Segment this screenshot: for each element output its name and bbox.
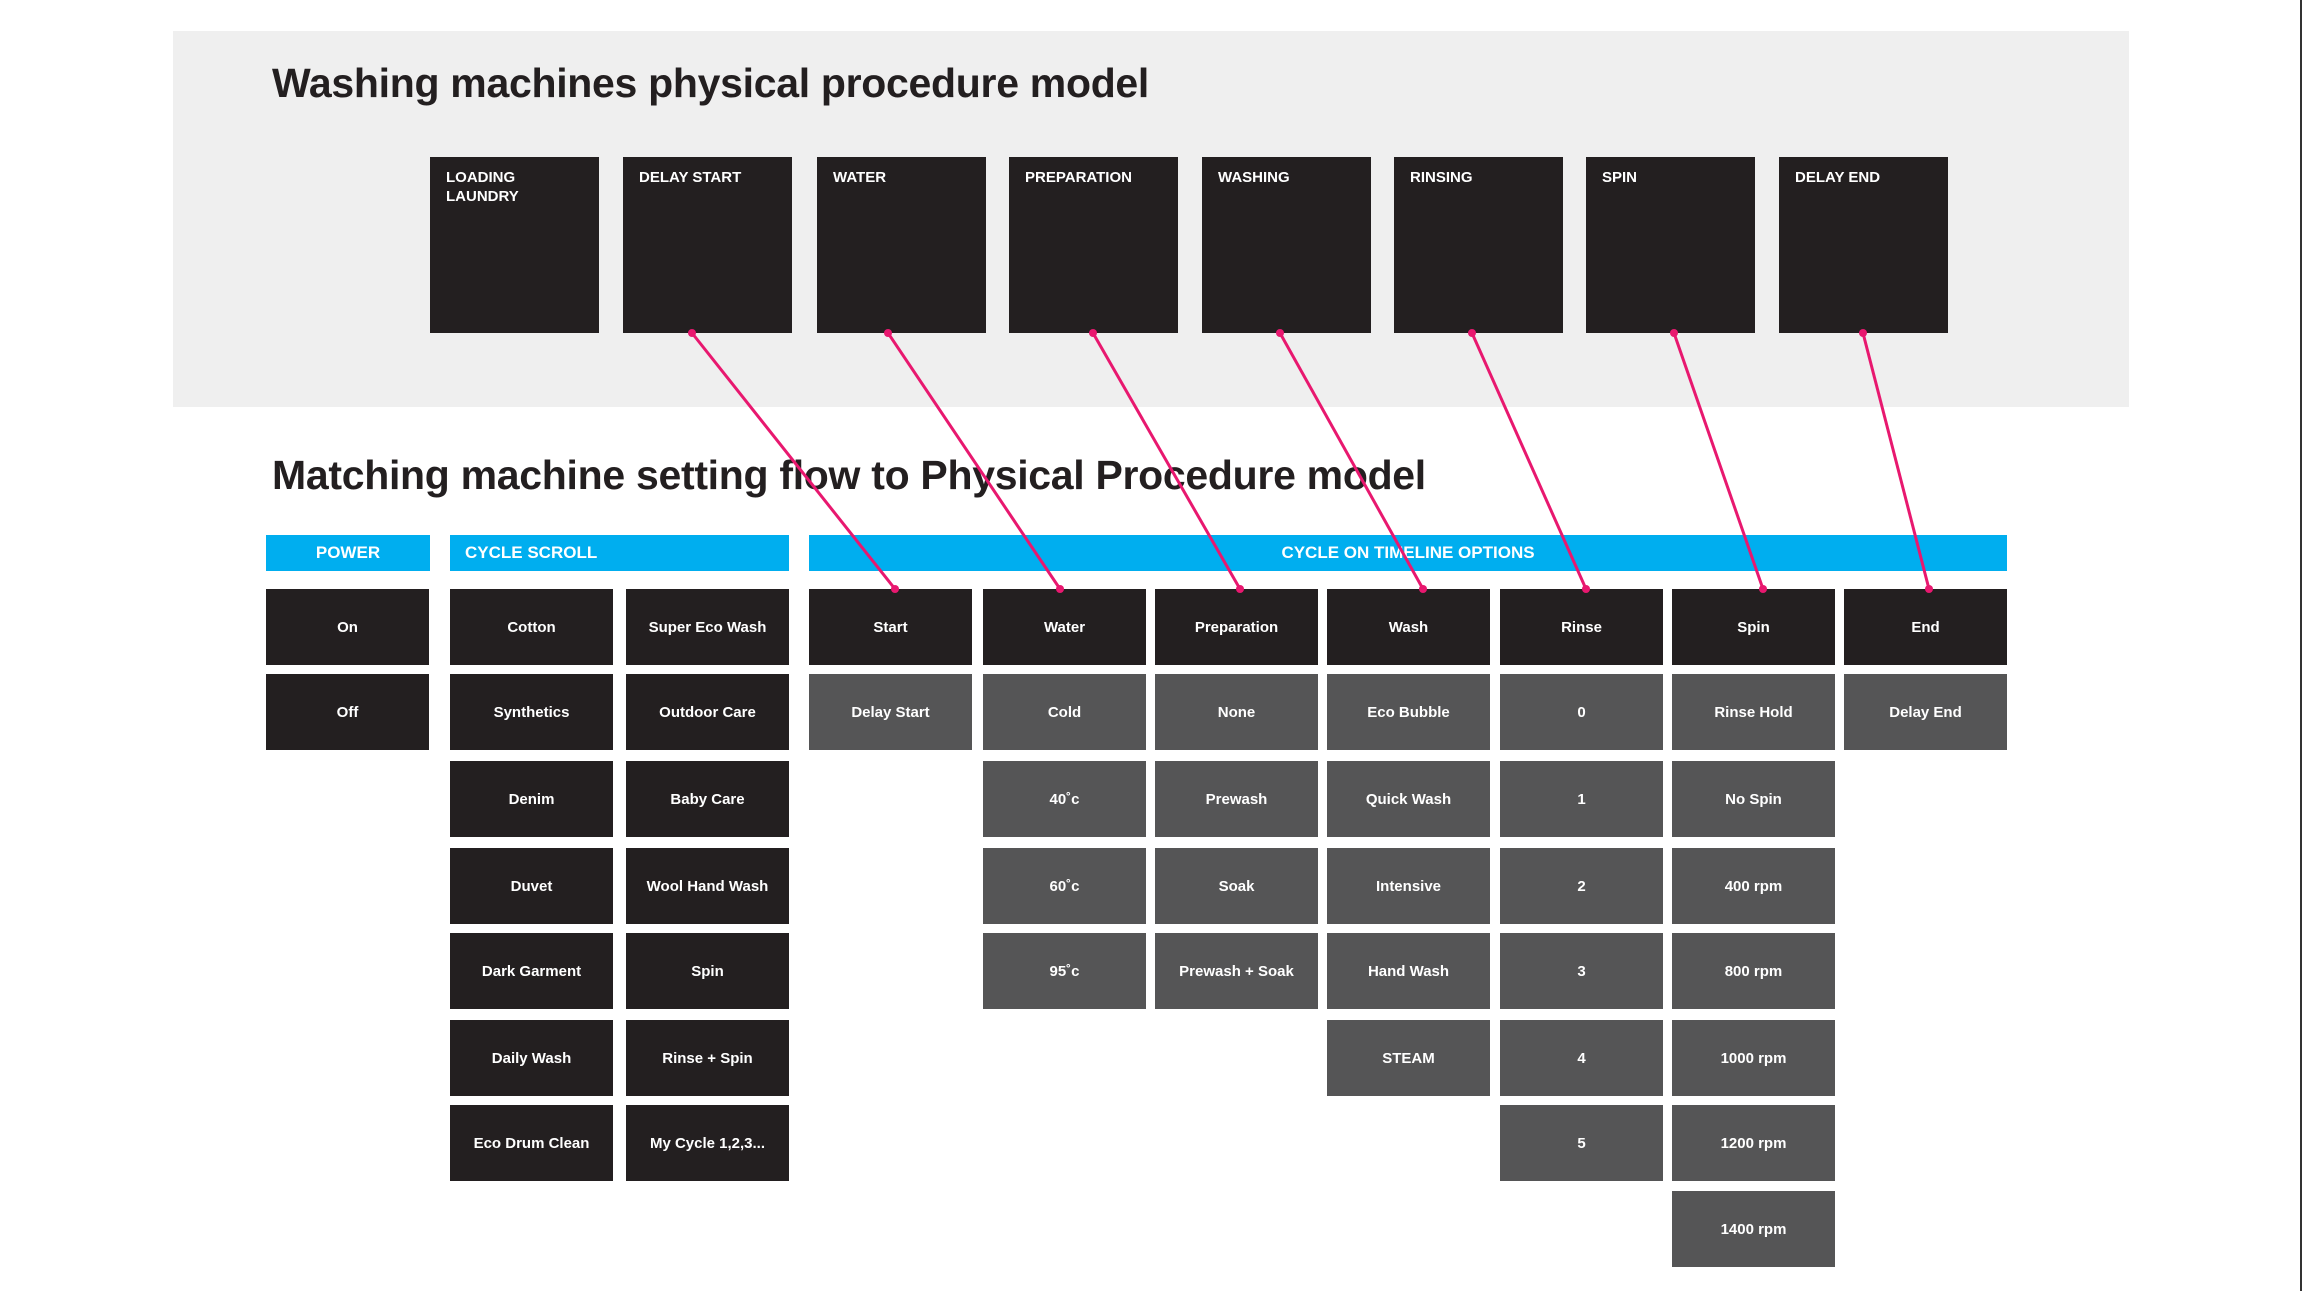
- physical-model-title: Washing machines physical procedure mode…: [272, 60, 1150, 106]
- cycle-option[interactable]: Rinse + Spin: [626, 1020, 789, 1096]
- timeline-step[interactable]: Spin: [1672, 589, 1835, 665]
- cycle-option[interactable]: Eco Drum Clean: [450, 1105, 613, 1181]
- timeline-option[interactable]: Hand Wash: [1327, 933, 1490, 1009]
- timeline-option[interactable]: Intensive: [1327, 848, 1490, 924]
- timeline-option[interactable]: Cold: [983, 674, 1146, 750]
- timeline-option[interactable]: No Spin: [1672, 761, 1835, 837]
- procedure-step-label: WASHING: [1218, 169, 1290, 186]
- timeline-option[interactable]: Delay End: [1844, 674, 2007, 750]
- timeline-option[interactable]: 400 rpm: [1672, 848, 1835, 924]
- timeline-option[interactable]: Prewash: [1155, 761, 1318, 837]
- timeline-option[interactable]: 40˚c: [983, 761, 1146, 837]
- timeline-option[interactable]: Quick Wash: [1327, 761, 1490, 837]
- timeline-step[interactable]: Rinse: [1500, 589, 1663, 665]
- power-option[interactable]: Off: [266, 674, 429, 750]
- timeline-option[interactable]: 4: [1500, 1020, 1663, 1096]
- cycle-scroll-header: CYCLE SCROLL: [450, 535, 789, 571]
- timeline-option[interactable]: STEAM: [1327, 1020, 1490, 1096]
- timeline-option[interactable]: 2: [1500, 848, 1663, 924]
- timeline-step[interactable]: End: [1844, 589, 2007, 665]
- timeline-option[interactable]: 1000 rpm: [1672, 1020, 1835, 1096]
- procedure-step: PREPARATION: [1009, 157, 1178, 333]
- timeline-option[interactable]: Soak: [1155, 848, 1318, 924]
- cycle-option[interactable]: Denim: [450, 761, 613, 837]
- procedure-step: LOADING LAUNDRY: [430, 157, 599, 333]
- cycle-option[interactable]: My Cycle 1,2,3...: [626, 1105, 789, 1181]
- timeline-option[interactable]: 1: [1500, 761, 1663, 837]
- timeline-options-header: CYCLE ON TIMELINE OPTIONS: [809, 535, 2007, 571]
- procedure-step-label: DELAY START: [639, 169, 742, 186]
- setting-flow-title: Matching machine setting flow to Physica…: [272, 452, 1426, 498]
- cycle-option[interactable]: Daily Wash: [450, 1020, 613, 1096]
- cycle-option[interactable]: Synthetics: [450, 674, 613, 750]
- timeline-option[interactable]: 1200 rpm: [1672, 1105, 1835, 1181]
- timeline-option[interactable]: None: [1155, 674, 1318, 750]
- cycle-option[interactable]: Duvet: [450, 848, 613, 924]
- timeline-option[interactable]: 60˚c: [983, 848, 1146, 924]
- timeline-option[interactable]: 1400 rpm: [1672, 1191, 1835, 1267]
- procedure-step-label: PREPARATION: [1025, 169, 1132, 186]
- power-option[interactable]: On: [266, 589, 429, 665]
- procedure-step-label: DELAY END: [1795, 169, 1881, 186]
- procedure-step: WATER: [817, 157, 986, 333]
- cycle-option[interactable]: Outdoor Care: [626, 674, 789, 750]
- procedure-step: SPIN: [1586, 157, 1755, 333]
- cycle-option[interactable]: Super Eco Wash: [626, 589, 789, 665]
- timeline-option[interactable]: 3: [1500, 933, 1663, 1009]
- timeline-option[interactable]: 800 rpm: [1672, 933, 1835, 1009]
- timeline-option[interactable]: Eco Bubble: [1327, 674, 1490, 750]
- cycle-option[interactable]: Wool Hand Wash: [626, 848, 789, 924]
- procedure-step-label: LOADING LAUNDRY: [446, 169, 519, 205]
- timeline-option[interactable]: Prewash + Soak: [1155, 933, 1318, 1009]
- procedure-step-label: RINSING: [1410, 169, 1473, 186]
- procedure-step-label: SPIN: [1602, 169, 1638, 186]
- timeline-step[interactable]: Preparation: [1155, 589, 1318, 665]
- cycle-option[interactable]: Dark Garment: [450, 933, 613, 1009]
- power-header: POWER: [266, 535, 430, 571]
- cycle-option[interactable]: Baby Care: [626, 761, 789, 837]
- timeline-option[interactable]: Rinse Hold: [1672, 674, 1835, 750]
- cycle-option[interactable]: Cotton: [450, 589, 613, 665]
- page-edge-divider: [2300, 0, 2302, 1291]
- timeline-option[interactable]: 95˚c: [983, 933, 1146, 1009]
- timeline-step[interactable]: Water: [983, 589, 1146, 665]
- timeline-option[interactable]: 0: [1500, 674, 1663, 750]
- timeline-step[interactable]: Wash: [1327, 589, 1490, 665]
- timeline-step[interactable]: Start: [809, 589, 972, 665]
- timeline-option[interactable]: Delay Start: [809, 674, 972, 750]
- cycle-option[interactable]: Spin: [626, 933, 789, 1009]
- timeline-option[interactable]: 5: [1500, 1105, 1663, 1181]
- procedure-step: DELAY END: [1779, 157, 1948, 333]
- procedure-step-label: WATER: [833, 169, 887, 186]
- procedure-step: WASHING: [1202, 157, 1371, 333]
- procedure-step: DELAY START: [623, 157, 792, 333]
- procedure-step: RINSING: [1394, 157, 1563, 333]
